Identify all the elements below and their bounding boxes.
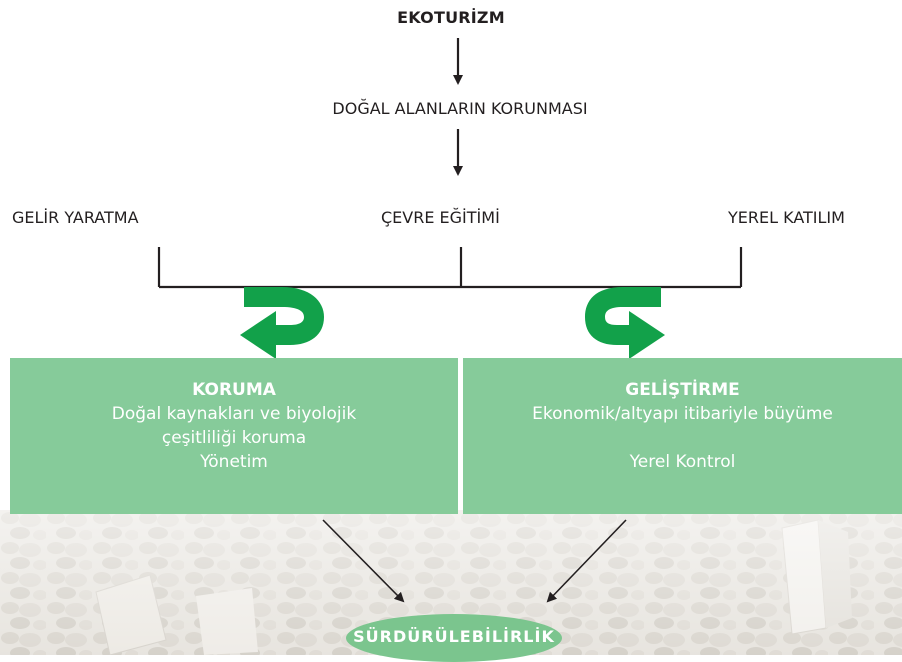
protection-line-3: Yönetim — [200, 452, 268, 472]
diagram-title: EKOTURİZM — [397, 8, 505, 27]
arrow-protection-to-result — [322, 519, 405, 603]
protection-heading: KORUMA — [192, 380, 276, 400]
development-heading: GELİŞTİRME — [625, 380, 740, 400]
development-box: GELİŞTİRME Ekonomik/altyapı itibariyle b… — [463, 358, 902, 514]
branch-right-label: YEREL KATILIM — [728, 208, 845, 227]
development-spacer — [463, 426, 902, 450]
development-line-2: Yerel Kontrol — [629, 452, 736, 472]
curved-arrow-left-icon — [240, 287, 324, 359]
sustainability-badge: SÜRDÜRÜLEBİLİRLİK — [346, 614, 562, 662]
branch-left-label: GELİR YARATMA — [12, 208, 139, 227]
branch-bracket — [157, 247, 743, 289]
curved-arrow-right-icon — [585, 287, 665, 359]
protection-box: KORUMA Doğal kaynakları ve biyolojik çeş… — [10, 358, 458, 514]
protection-line-2: çeşitliliği koruma — [161, 428, 307, 448]
development-line-1: Ekonomik/altyapı itibariyle büyüme — [532, 404, 833, 424]
level2-label: DOĞAL ALANLARIN KORUNMASI — [332, 99, 588, 118]
arrow-development-to-result — [546, 519, 627, 603]
protection-line-1: Doğal kaynakları ve biyolojik — [111, 404, 357, 424]
branch-center-label: ÇEVRE EĞİTİMİ — [381, 208, 500, 227]
